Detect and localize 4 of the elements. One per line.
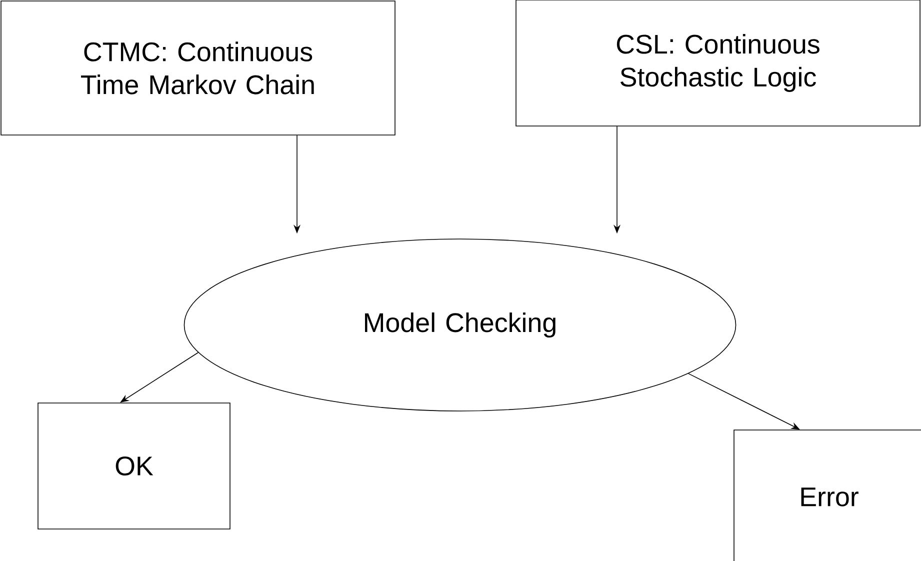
result-box: OK [38,402,230,530]
process-box: CTMC: Continuous Time Markov Chain [0,0,396,136]
result-box: Error [734,430,921,561]
process-box: CSL: Continuous Stochastic Logic [516,0,920,126]
